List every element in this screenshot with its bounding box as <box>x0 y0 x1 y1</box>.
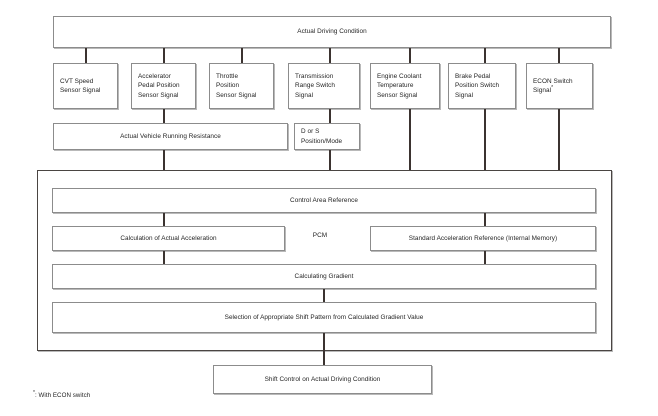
connector-top-to-sensor-6 <box>484 48 486 63</box>
node-label: Calculation of Actual Acceleration <box>120 234 217 242</box>
node-label: Accelerator Pedal Position Sensor Signal <box>138 73 180 99</box>
node-label: Shift Control on Actual Driving Conditio… <box>264 375 381 383</box>
node-transmission-range-switch-signal: Transmission Range Switch Signal <box>288 63 360 109</box>
node-label: Control Area Reference <box>290 196 358 204</box>
connector-control-area-to-calculation <box>163 213 165 226</box>
node-engine-coolant-temperature-sensor-signal: Engine Coolant Temperature Sensor Signal <box>370 63 440 109</box>
pcm-label: PCM <box>312 232 328 239</box>
connector-engine-coolant-to-pcm <box>409 109 411 188</box>
node-calculation-of-actual-acceleration: Calculation of Actual Acceleration <box>52 226 285 251</box>
connector-brake-pedal-to-pcm <box>484 109 486 188</box>
node-label: Actual Driving Condition <box>297 28 367 36</box>
footnote-text: : With ECON switch <box>35 392 91 399</box>
node-throttle-position-sensor-signal: Throttle Position Sensor Signal <box>209 63 274 109</box>
node-label: Calculating Gradient <box>294 272 354 280</box>
footnote: *: With ECON switch <box>33 389 91 399</box>
connector-top-to-sensor-3 <box>241 48 243 63</box>
connector-calculation-to-gradient <box>163 251 165 264</box>
connector-gradient-to-selection <box>323 289 325 302</box>
connector-top-to-sensor-1 <box>85 48 87 63</box>
node-accelerator-pedal-position-sensor-signal: Accelerator Pedal Position Sensor Signal <box>131 63 196 109</box>
connector-top-to-sensor-4 <box>329 48 331 63</box>
connector-top-to-sensor-7 <box>558 48 560 63</box>
connector-top-to-sensor-2 <box>163 48 165 63</box>
node-label: Standard Acceleration Reference (Interna… <box>408 234 558 242</box>
node-label: D or S Position/Mode <box>301 128 343 145</box>
node-econ-switch-signal: ECON Switch Signal* <box>526 63 593 109</box>
node-selection-of-shift-pattern: Selection of Appropriate Shift Pattern f… <box>52 302 596 333</box>
node-d-or-s-position-mode: D or S Position/Mode <box>294 123 360 150</box>
connector-running-resistance-to-pcm <box>163 150 165 188</box>
node-label: ECON Switch Signal <box>533 77 573 94</box>
connector-control-area-to-standard-reference <box>484 213 486 226</box>
node-label: Actual Vehicle Running Resistance <box>120 132 221 140</box>
node-label: Engine Coolant Temperature Sensor Signal <box>377 73 422 99</box>
footnote-marker: * <box>33 389 35 396</box>
node-label: Brake Pedal Position Switch Signal <box>455 73 500 99</box>
footnote-marker: * <box>551 84 554 91</box>
node-label: CVT Speed Sensor Signal <box>60 77 101 94</box>
node-actual-driving-condition: Actual Driving Condition <box>53 16 611 48</box>
node-label: Selection of Appropriate Shift Pattern f… <box>224 313 424 321</box>
node-shift-control-on-actual-driving-condition: Shift Control on Actual Driving Conditio… <box>213 365 432 394</box>
connector-econ-switch-to-pcm <box>558 109 560 188</box>
node-label: Transmission Range Switch Signal <box>295 73 336 99</box>
node-control-area-reference: Control Area Reference <box>52 188 596 213</box>
connector-standard-reference-to-gradient <box>484 251 486 264</box>
connector-pcm-to-shift-control <box>323 333 325 365</box>
connector-position-mode-to-pcm <box>329 150 331 188</box>
connector-transmission-to-position-mode <box>329 109 331 123</box>
node-standard-acceleration-reference: Standard Acceleration Reference (Interna… <box>370 226 596 251</box>
node-cvt-speed-sensor-signal: CVT Speed Sensor Signal <box>53 63 118 109</box>
connector-accelerator-to-running-resistance <box>163 109 165 123</box>
node-actual-vehicle-running-resistance: Actual Vehicle Running Resistance <box>53 123 288 150</box>
node-label: Throttle Position Sensor Signal <box>216 73 257 99</box>
node-brake-pedal-position-switch-signal: Brake Pedal Position Switch Signal <box>448 63 516 109</box>
connector-top-to-sensor-5 <box>409 48 411 63</box>
node-calculating-gradient: Calculating Gradient <box>52 264 596 289</box>
